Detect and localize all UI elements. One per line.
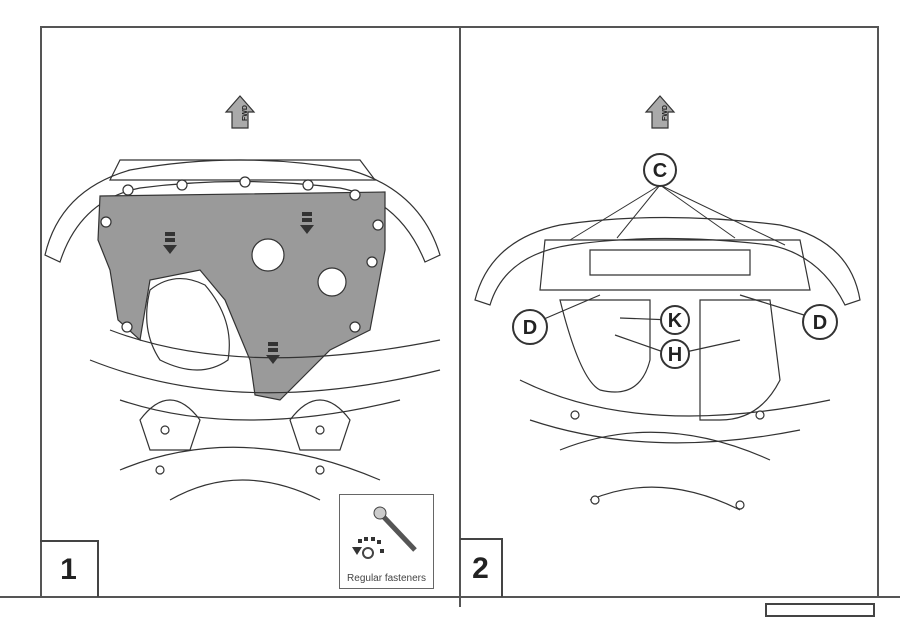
svg-text:FWD: FWD [242, 105, 249, 121]
regular-fasteners-legend: Regular fasteners [339, 494, 434, 589]
bumper-outline [474, 216, 861, 306]
callout-d-left: D [512, 309, 548, 345]
callout-d-right: D [802, 304, 838, 340]
fwd-arrow-icon: FWD [644, 95, 676, 129]
svg-text:D: D [813, 312, 827, 334]
fwd-arrow-icon: FWD [224, 95, 256, 129]
panel-number-2: 2 [460, 538, 503, 597]
svg-text:D: D [523, 317, 537, 339]
bottom-rule [0, 596, 900, 598]
svg-text:K: K [668, 310, 683, 332]
panel-number-1: 1 [40, 540, 99, 597]
svg-text:FWD: FWD [662, 105, 669, 121]
svg-text:H: H [668, 344, 682, 366]
panel-divider [459, 26, 461, 607]
panel-2-drawing: FWD [474, 95, 861, 511]
callout-k: K [660, 305, 690, 335]
wrench-ratchet-icon [352, 506, 417, 559]
skid-plate [97, 191, 386, 401]
legend-label: Regular fasteners [347, 573, 426, 584]
callout-c: C [643, 153, 677, 187]
callout-h: H [660, 339, 690, 369]
bumper-outline [44, 159, 441, 263]
next-panel-label-box [765, 603, 875, 617]
svg-text:C: C [653, 160, 667, 182]
panel-1-drawing: FWD [44, 95, 441, 501]
